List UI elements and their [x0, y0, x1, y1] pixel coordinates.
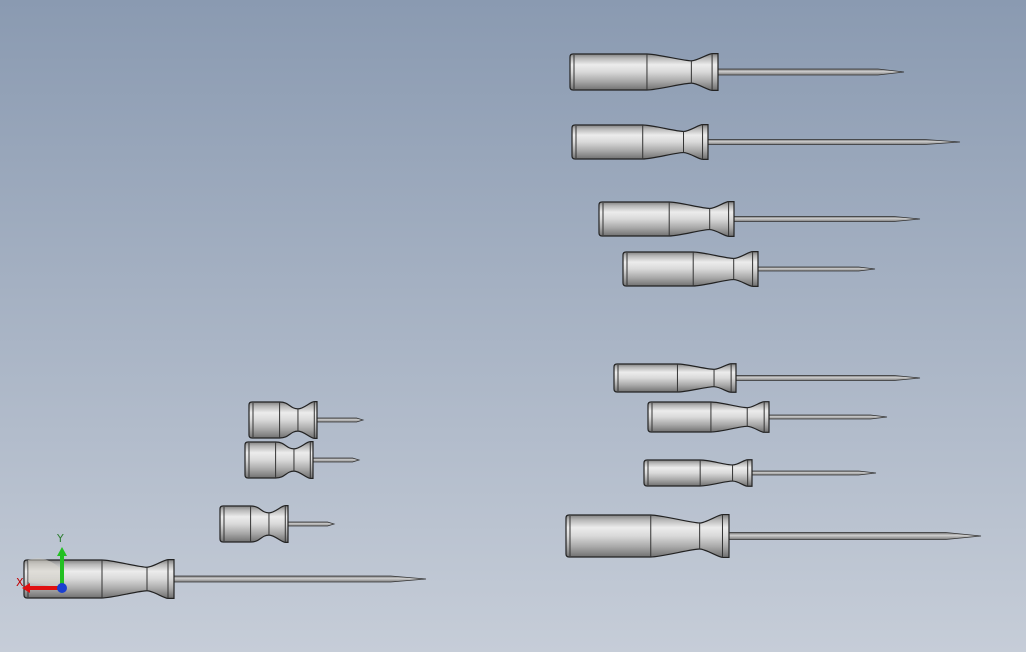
screwdriver-part[interactable] [565, 513, 982, 559]
screwdriver-part[interactable] [219, 505, 336, 543]
x-axis-arrow [22, 583, 30, 593]
screwdriver-part[interactable] [647, 401, 888, 433]
screwdriver-shaft [316, 417, 365, 423]
screwdriver-shaft [768, 414, 888, 420]
screwdriver-part[interactable] [248, 401, 365, 439]
triad-icon [22, 547, 67, 593]
screwdriver-handle [248, 401, 318, 439]
coordinate-triad: X Y [14, 530, 74, 600]
screwdriver-shaft [728, 532, 982, 540]
screwdriver-part[interactable] [569, 53, 905, 91]
y-axis-label: Y [57, 532, 64, 545]
tools-layer[interactable] [23, 53, 982, 599]
screwdriver-part[interactable] [571, 124, 961, 160]
screwdriver-part[interactable] [598, 201, 921, 237]
screwdriver-handle [244, 441, 314, 479]
screwdriver-shaft [173, 575, 427, 583]
triad-plane [28, 558, 60, 588]
screwdriver-part[interactable] [622, 251, 876, 287]
screwdriver-shaft [287, 521, 336, 527]
y-axis-arrow [57, 547, 67, 556]
screwdriver-handle [219, 505, 289, 543]
screwdriver-shaft [757, 266, 876, 272]
screwdriver-shaft [735, 375, 921, 381]
screwdriver-shaft [717, 68, 905, 76]
screwdriver-shaft [707, 139, 961, 145]
screwdriver-shaft [751, 470, 877, 476]
screwdriver-shaft [733, 216, 921, 222]
screwdriver-part[interactable] [244, 441, 361, 479]
z-axis-dot [57, 583, 67, 593]
screwdriver-part[interactable] [613, 363, 921, 393]
screwdriver-shaft [312, 457, 361, 463]
x-axis-label: X [16, 576, 24, 589]
screwdriver-part[interactable] [643, 459, 877, 487]
